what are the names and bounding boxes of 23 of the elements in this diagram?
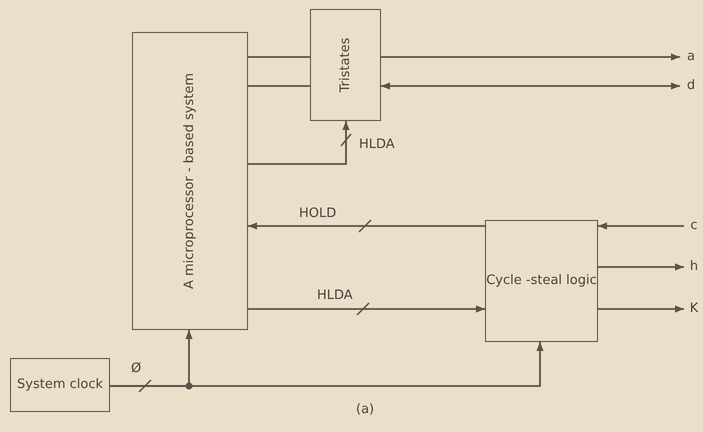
signal-arrow	[598, 263, 684, 271]
block-label: A microprocessor - based system	[182, 72, 198, 290]
logic-block	[485, 220, 598, 342]
signal-arrow	[248, 121, 350, 165]
signal-arrow	[248, 305, 485, 313]
signal-arrow	[598, 222, 684, 230]
signal-arrow	[110, 342, 544, 387]
signal-name: d	[686, 78, 696, 93]
system-block	[132, 32, 248, 330]
signal-arrow	[381, 53, 680, 61]
signal-name: h	[690, 259, 698, 274]
clock-block	[10, 358, 110, 412]
block-label: System clock	[17, 377, 103, 393]
signal-name: a	[687, 49, 695, 64]
block-label: Tristates	[338, 38, 354, 92]
caption: (a)	[355, 402, 376, 417]
block-label: Cycle -steal logic	[486, 273, 597, 289]
signal-arrow	[381, 82, 680, 90]
signal-arrow	[248, 222, 485, 230]
signal-name: c	[690, 218, 698, 233]
signal-arrow	[598, 305, 684, 313]
tristate-block	[310, 9, 381, 121]
signal-name: K	[690, 301, 698, 316]
